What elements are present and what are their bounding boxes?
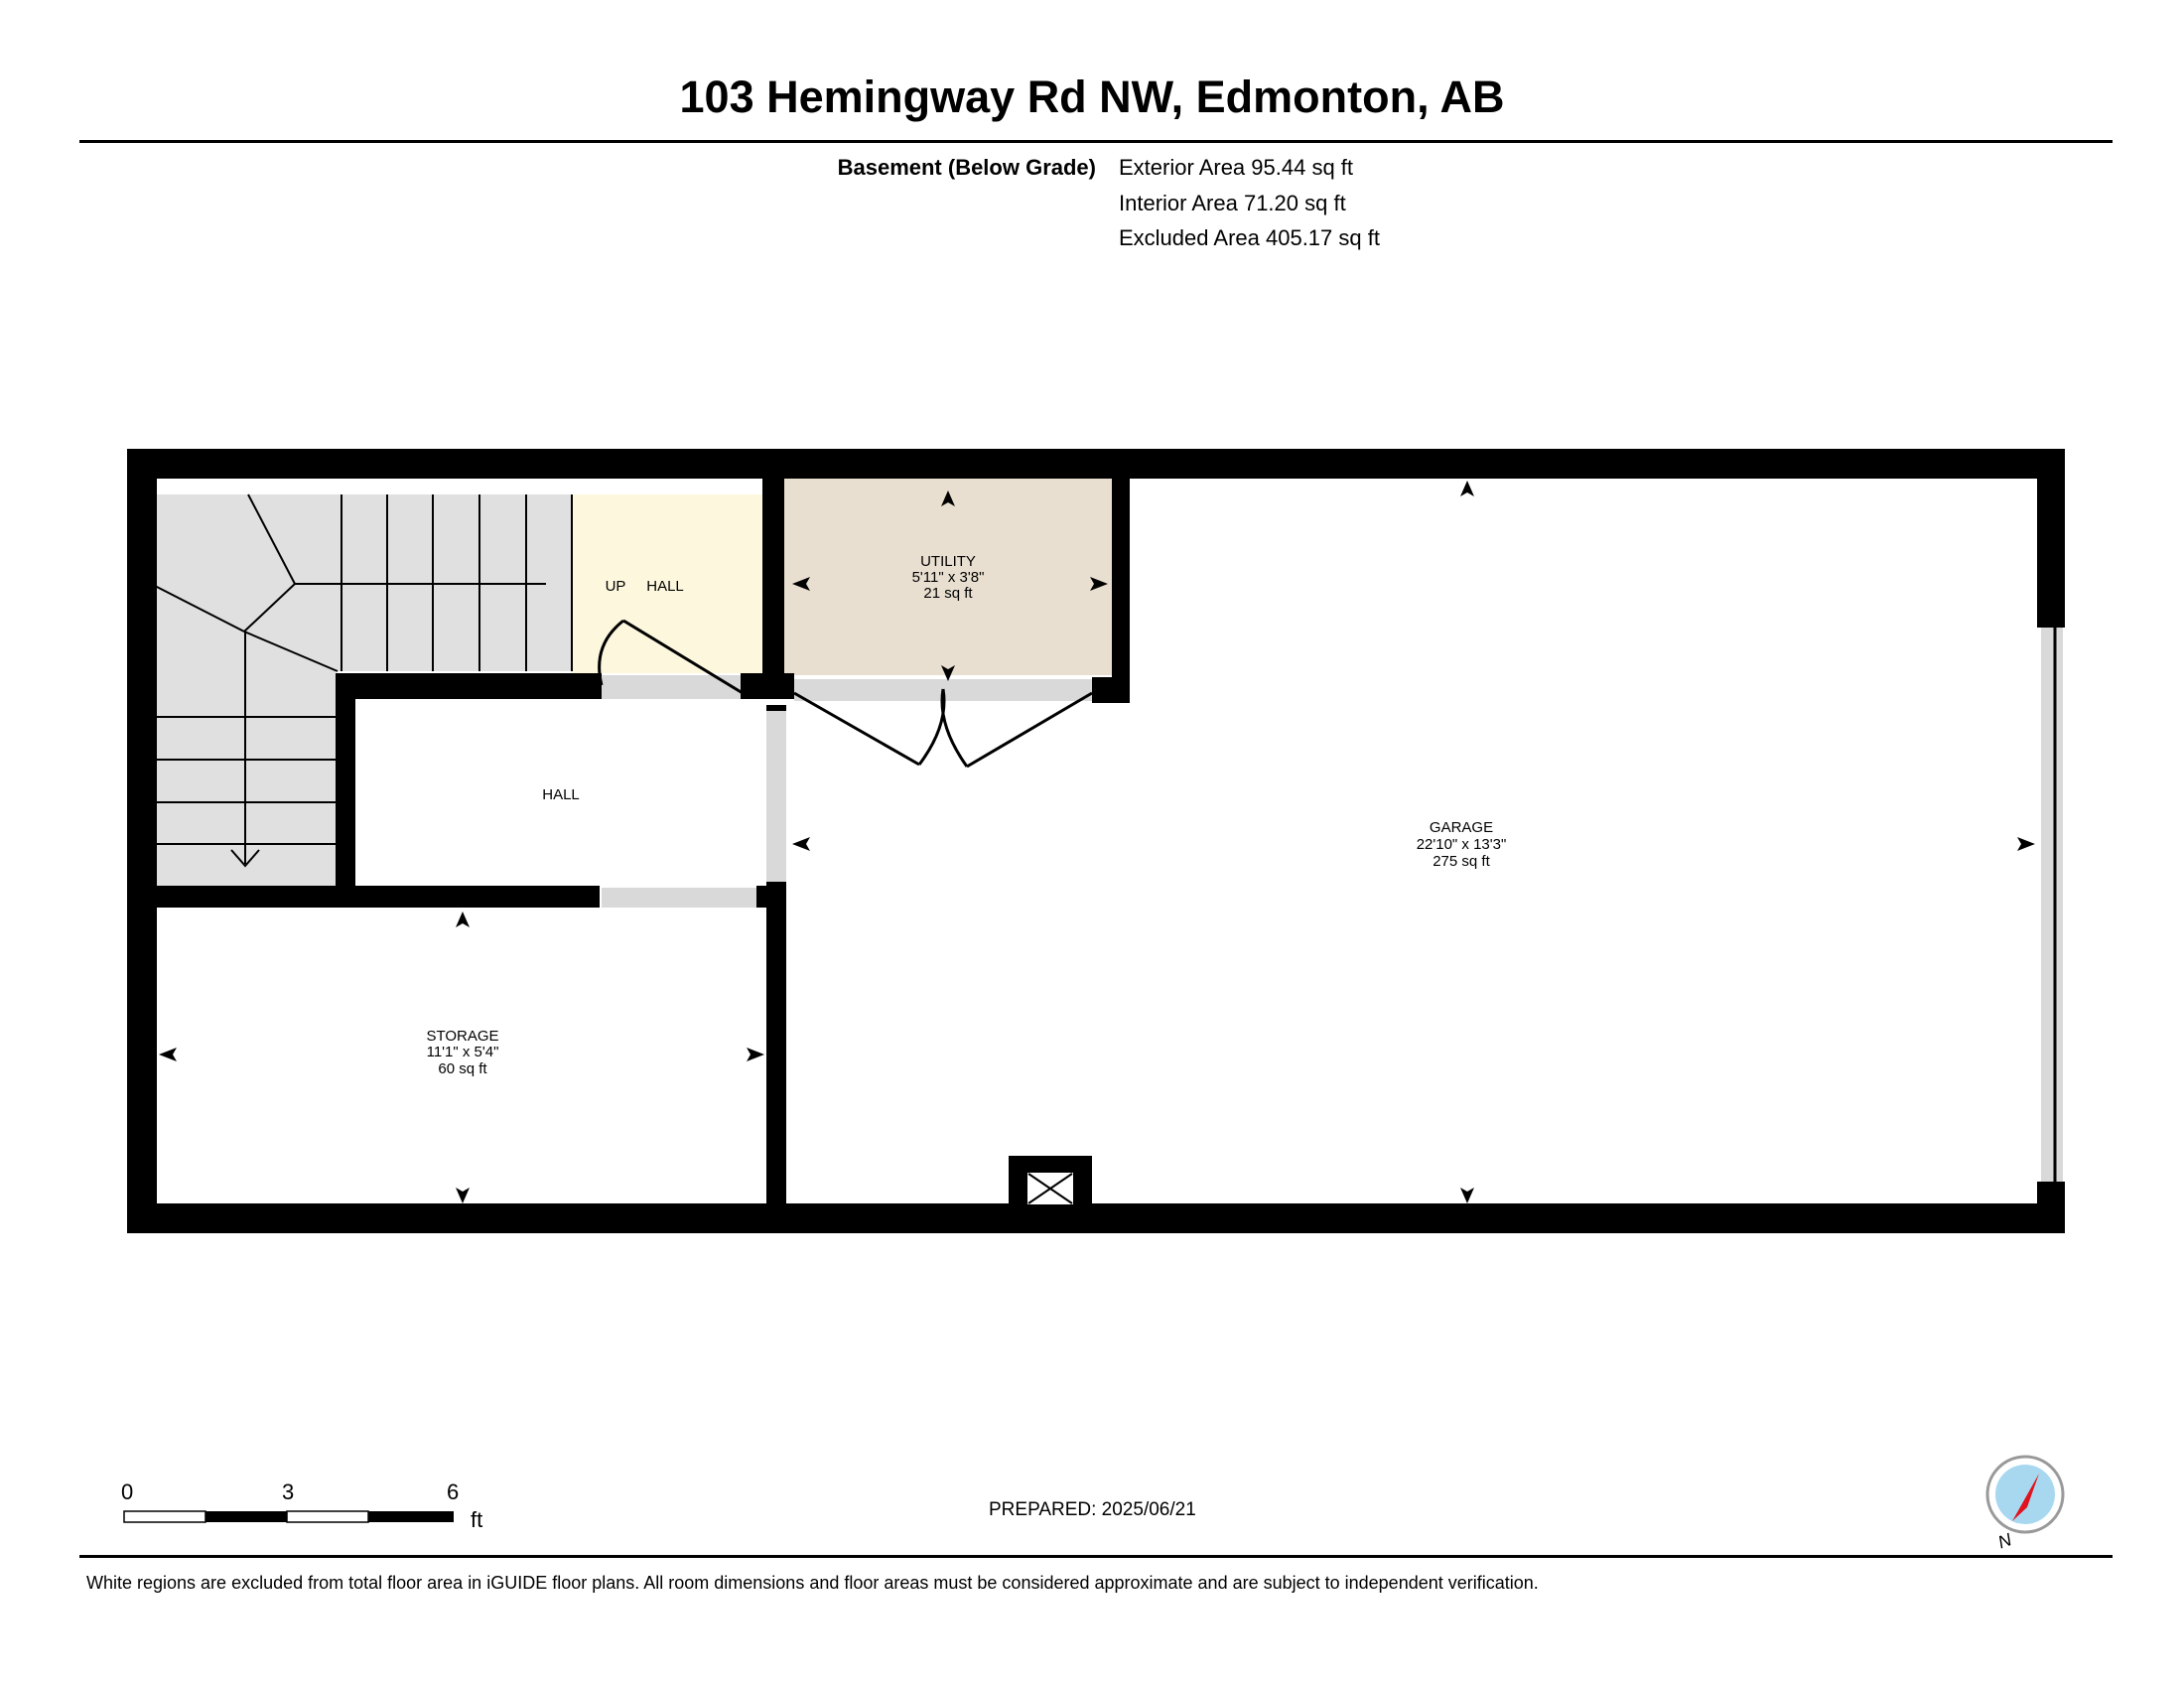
page-title: 103 Hemingway Rd NW, Edmonton, AB bbox=[679, 71, 1505, 122]
compass-label: N bbox=[1995, 1529, 2015, 1553]
utility-fill bbox=[784, 477, 1112, 675]
scale-label-3: 3 bbox=[282, 1479, 295, 1504]
dimension-arrows bbox=[159, 481, 2035, 1203]
panel-icon bbox=[1027, 1173, 1073, 1204]
utility-area: 21 sq ft bbox=[923, 585, 973, 602]
level-label: Basement (Below Grade) bbox=[837, 155, 1096, 180]
excluded-area: Excluded Area 405.17 sq ft bbox=[1119, 225, 1380, 250]
garage-name: GARAGE bbox=[1430, 819, 1493, 836]
hall-name: HALL bbox=[542, 786, 580, 803]
scale-label-6: 6 bbox=[447, 1479, 460, 1504]
scale-unit: ft bbox=[471, 1507, 483, 1532]
exterior-area: Exterior Area 95.44 sq ft bbox=[1119, 155, 1354, 180]
header-rule bbox=[79, 140, 2113, 143]
interior-area: Interior Area 71.20 sq ft bbox=[1119, 191, 1346, 215]
storage-area: 60 sq ft bbox=[438, 1060, 487, 1077]
utility-name: UTILITY bbox=[920, 553, 976, 570]
compass-icon: N bbox=[1985, 1455, 2065, 1553]
garage-dims: 22'10" x 13'3" bbox=[1417, 836, 1507, 853]
footer-rule bbox=[79, 1555, 2113, 1558]
storage-dims: 11'1" x 5'4" bbox=[427, 1044, 499, 1060]
walls bbox=[127, 449, 2065, 1233]
openings bbox=[602, 628, 2063, 1182]
scale-label-0: 0 bbox=[121, 1479, 134, 1504]
prepared-date: PREPARED: 2025/06/21 bbox=[989, 1499, 1196, 1520]
stair-hall-name: HALL bbox=[646, 578, 684, 595]
stair-up-label: UP bbox=[606, 578, 626, 595]
utility-dims: 5'11" x 3'8" bbox=[912, 569, 985, 586]
stairs bbox=[154, 493, 573, 868]
scale-bar bbox=[123, 1510, 454, 1523]
disclaimer: White regions are excluded from total fl… bbox=[86, 1573, 1539, 1593]
storage-name: STORAGE bbox=[426, 1028, 498, 1045]
garage-area: 275 sq ft bbox=[1433, 853, 1490, 870]
door-swings bbox=[598, 619, 1093, 769]
